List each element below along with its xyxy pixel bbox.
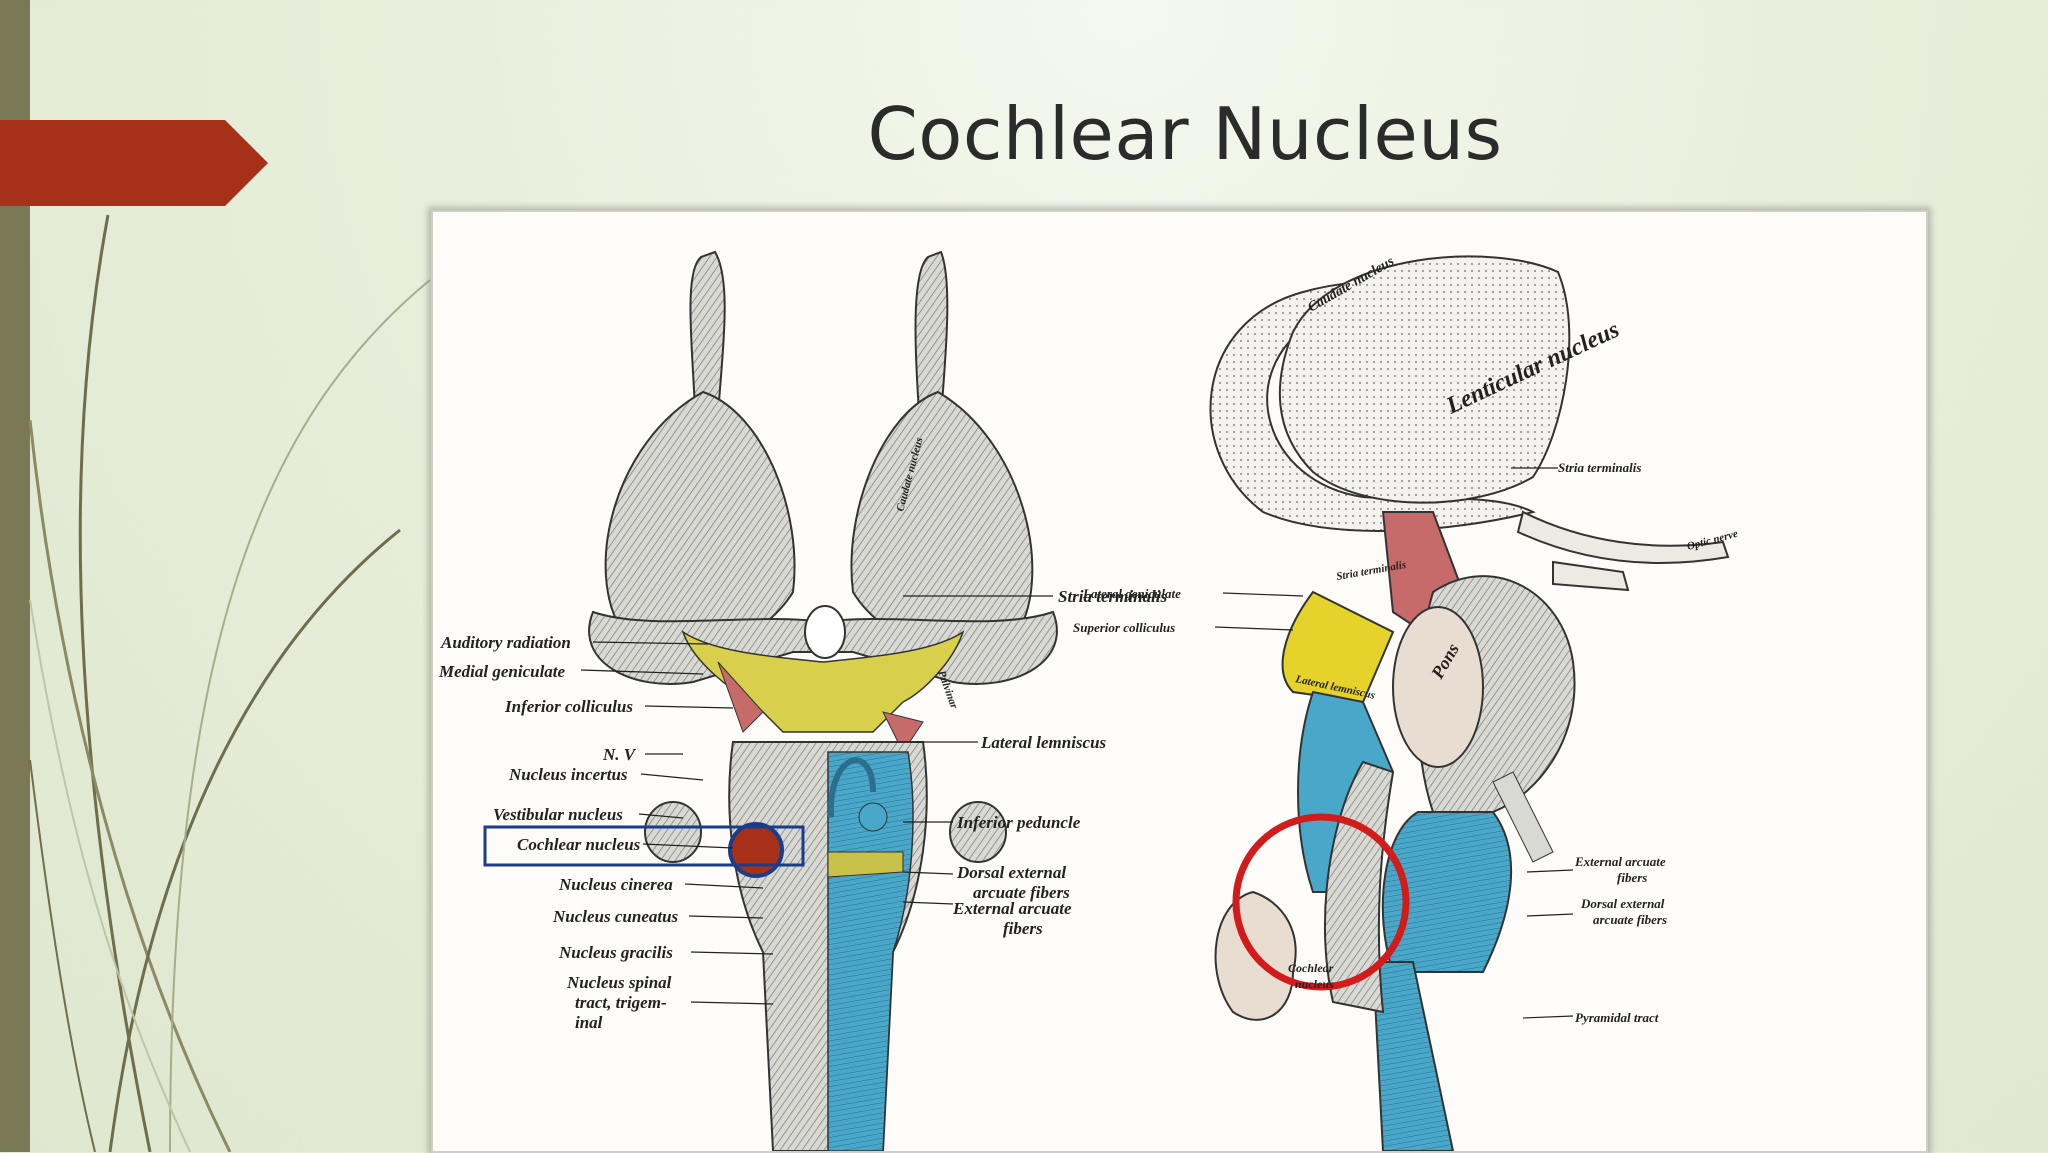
label-nucleus-spinal-1: Nucleus spinal (566, 973, 672, 992)
right-leader-lines (1214, 467, 1574, 1019)
right-brainstem-illustration (1209, 255, 1730, 1151)
label-nucleus-cuneatus: Nucleus cuneatus (552, 907, 679, 926)
slide-title: Cochlear Nucleus (867, 92, 1503, 176)
label-inferior-colliculus: Inferior colliculus (504, 697, 633, 716)
cochlear-nucleus-circle (1232, 813, 1410, 991)
left-leader-lines (580, 595, 1053, 1005)
label-nucleus-spinal-3: inal (575, 1013, 603, 1032)
label-superior-colliculus: Superior colliculus (1073, 620, 1175, 635)
label-lateral-geniculate: Lateral geniculate (1082, 586, 1181, 601)
label-nucleus-cinerea: Nucleus cinerea (558, 875, 673, 894)
decorative-stems (28, 214, 431, 1152)
label-auditory-radiation: Auditory radiation (440, 633, 571, 652)
label-dorsal-external-1: Dorsal external (956, 863, 1066, 882)
label-external-arcuate-1: External arcuate (952, 899, 1072, 918)
label-nucleus-incertus: Nucleus incertus (508, 765, 628, 784)
label-stria-terminalis-left: Stria terminalis (1058, 587, 1167, 606)
label-n-v: N. V (602, 745, 637, 764)
label-external-arcuate-right-2: fibers (1617, 870, 1647, 885)
label-medial-geniculate: Medial geniculate (438, 662, 566, 681)
label-vestibular-nucleus: Vestibular nucleus (493, 805, 623, 824)
label-pyramidal-tract: Pyramidal tract (1575, 1010, 1659, 1025)
cochlear-nucleus-marker (728, 822, 784, 878)
title-flag-shape (0, 120, 268, 206)
label-lateral-lemniscus: Lateral lemniscus (980, 733, 1107, 752)
label-external-arcuate-2: fibers (1003, 919, 1043, 938)
label-nucleus-spinal-2: tract, trigem- (575, 993, 667, 1012)
label-dorsal-external-right-2: arcuate fibers (1593, 912, 1667, 927)
left-brainstem-illustration (483, 250, 1058, 1151)
label-cochlear-nucleus: Cochlear nucleus (517, 835, 641, 854)
label-stria-terminalis-right: Stria terminalis (1558, 460, 1641, 475)
label-cochlear-right-1: Cochlear (1288, 961, 1334, 975)
label-external-arcuate-right-1: External arcuate (1574, 854, 1666, 869)
anatomy-figure: Auditory radiation Medial geniculate Inf… (431, 210, 1928, 1153)
label-nucleus-gracilis: Nucleus gracilis (558, 943, 673, 962)
label-dorsal-external-2: arcuate fibers (973, 883, 1070, 902)
label-inferior-peduncle: Inferior peduncle (956, 813, 1081, 832)
label-dorsal-external-right-1: Dorsal external (1580, 896, 1665, 911)
cochlear-nucleus-highlight-box (483, 825, 805, 867)
label-cochlear-right-2: nucleus (1295, 977, 1334, 991)
